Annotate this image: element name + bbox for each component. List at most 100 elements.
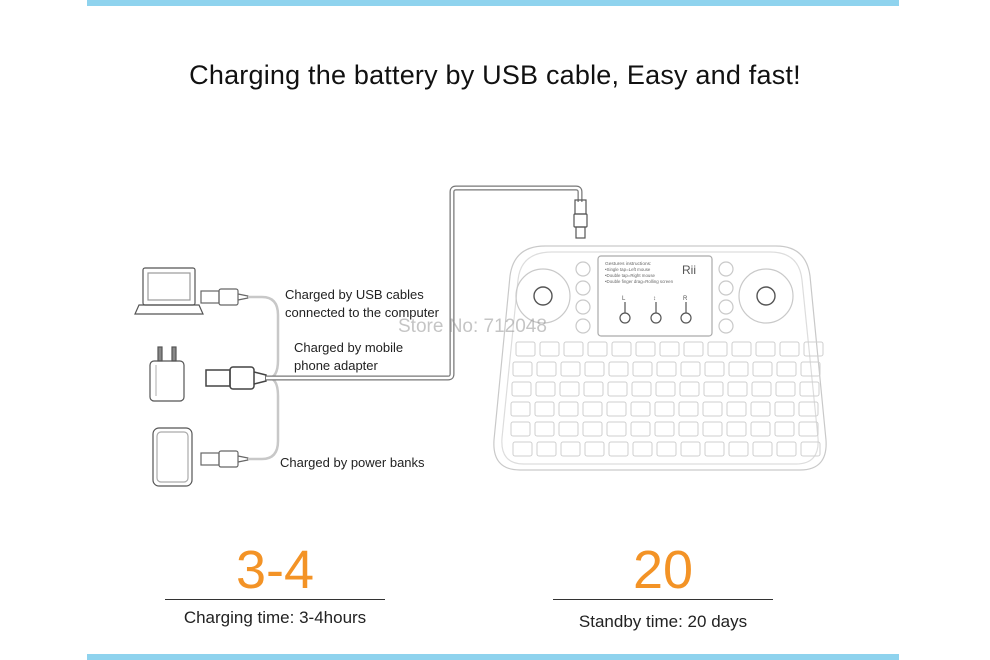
keyboard-key [726, 421, 747, 437]
keyboard-key [536, 441, 557, 457]
keyboard-key [655, 381, 676, 397]
keyboard-key [510, 421, 531, 437]
standby-time-rule [553, 599, 773, 600]
keyboard-key [798, 401, 819, 417]
keyboard-key [683, 341, 704, 357]
keyboard-brand: Rii [682, 263, 696, 277]
keyboard-key [534, 401, 555, 417]
keyboard-key [776, 361, 797, 377]
micro-usb-plug [573, 199, 588, 239]
keyboard-key [632, 361, 653, 377]
keyboard-key [606, 421, 627, 437]
source-label-adapter-line1: Charged by mobile [294, 340, 404, 355]
source-label-powerbank: Charged by power banks [280, 454, 425, 472]
gesture-instruction-1: •Single tap=Left mouse [605, 267, 651, 272]
keyboard-key [515, 341, 536, 357]
source-label-adapter-line2: phone adapter [294, 358, 378, 373]
keyboard-key [728, 441, 749, 457]
keyboard-key [752, 361, 773, 377]
keyboard-key [630, 421, 651, 437]
standby-time-number: 20 [632, 540, 694, 600]
keyboard-key [583, 381, 604, 397]
keyboard-key [704, 441, 725, 457]
keyboard-key [534, 421, 555, 437]
laptop-icon [134, 267, 204, 315]
keyboard-key [584, 361, 605, 377]
keyboard-key [558, 401, 579, 417]
keyboard-key [679, 381, 700, 397]
keyboard-key [510, 401, 531, 417]
keyboard-key [511, 381, 532, 397]
charging-time-number: 3-4 [235, 540, 315, 600]
keyboard-key [775, 381, 796, 397]
keyboard-key-grid [510, 341, 824, 457]
keyboard-key [611, 341, 632, 357]
wall-adapter-icon [149, 346, 185, 402]
keyboard-key [752, 441, 773, 457]
keyboard-key [774, 401, 795, 417]
keyboard-key [659, 341, 680, 357]
keyboard-key [608, 361, 629, 377]
keyboard-key [608, 441, 629, 457]
keyboard-key [584, 441, 605, 457]
source-label-computer-line2: connected to the computer [285, 305, 439, 320]
keyboard-key [678, 401, 699, 417]
keyboard-key [536, 361, 557, 377]
keyboard-key [750, 401, 771, 417]
charging-time-caption: Charging time: 3-4hours [183, 608, 367, 627]
keyboard-key [559, 381, 580, 397]
touch-key-right: R [683, 296, 688, 302]
source-label-powerbank-line1: Charged by power banks [280, 455, 425, 470]
keyboard-key [607, 381, 628, 397]
keyboard-key [558, 421, 579, 437]
keyboard-key [539, 341, 560, 357]
keyboard-key [800, 361, 821, 377]
keyboard-key [704, 361, 725, 377]
usb-plug-adapter [205, 366, 267, 390]
keyboard-key [606, 401, 627, 417]
keyboard-key [731, 341, 752, 357]
keyboard-key [678, 421, 699, 437]
keyboard-key [630, 401, 651, 417]
keyboard-key [654, 401, 675, 417]
keyboard-key [656, 361, 677, 377]
gesture-instruction-3: •Double finger drag=Rolling screen [605, 279, 674, 284]
keyboard-key [727, 381, 748, 397]
keyboard-key [703, 381, 724, 397]
keyboard-key [560, 361, 581, 377]
keyboard-key [656, 441, 677, 457]
touch-key-scroll: ↕ [653, 296, 656, 302]
keyboard-key [707, 341, 728, 357]
keyboard-key [632, 441, 653, 457]
keyboard-key [635, 341, 656, 357]
keyboard-key [774, 421, 795, 437]
charging-time-rule [165, 599, 385, 600]
source-label-computer-line1: Charged by USB cables [285, 287, 424, 302]
usb-plug-powerbank [200, 450, 249, 468]
keyboard-illustration [493, 245, 827, 471]
top-accent-bar [87, 0, 899, 6]
keyboard-key [726, 401, 747, 417]
keyboard-key [755, 341, 776, 357]
gesture-instruction-2: •Double tap=Right mouse [605, 273, 656, 278]
keyboard-key [702, 401, 723, 417]
usb-plug-laptop [200, 288, 249, 306]
standby-time-caption: Standby time: 20 days [578, 612, 748, 631]
gesture-instructions-title: Gestures instructions: [605, 261, 651, 267]
keyboard-key [680, 441, 701, 457]
keyboard-key [750, 421, 771, 437]
keyboard-key [680, 361, 701, 377]
keyboard-key [799, 381, 820, 397]
keyboard-key [582, 401, 603, 417]
keyboard-key [512, 441, 533, 457]
keyboard-key [535, 381, 556, 397]
power-bank-icon [152, 427, 193, 487]
keyboard-key [560, 441, 581, 457]
keyboard-key [800, 441, 821, 457]
keyboard-key [563, 341, 584, 357]
keyboard-key [798, 421, 819, 437]
bottom-accent-bar [87, 654, 899, 660]
keyboard-key [654, 421, 675, 437]
keyboard-key [582, 421, 603, 437]
source-label-adapter: Charged by mobile phone adapter [294, 339, 403, 375]
